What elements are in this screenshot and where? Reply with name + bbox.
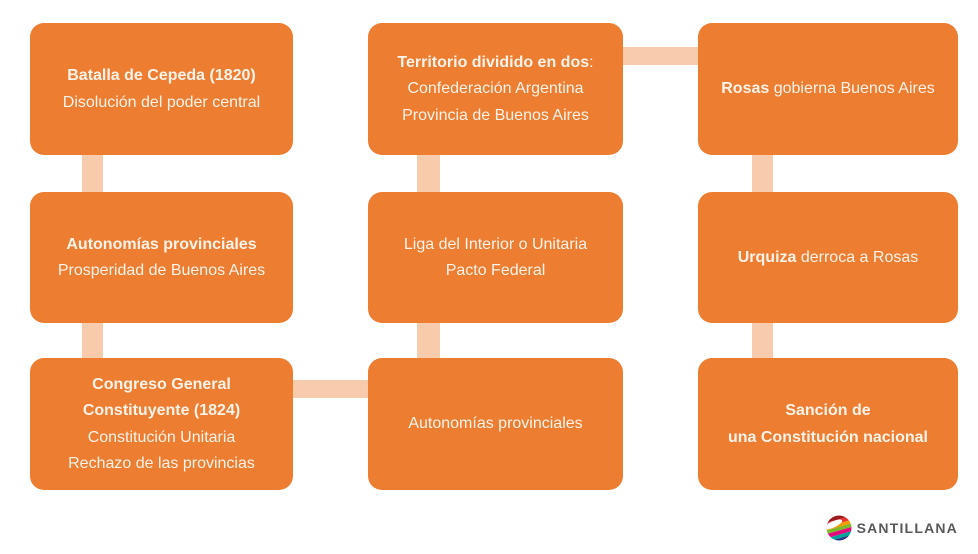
logo-stripe — [826, 522, 852, 536]
node-line: Batalla de Cepeda (1820) — [44, 64, 279, 87]
node-line: Confederación Argentina — [382, 77, 609, 100]
logo-stripes — [826, 515, 852, 541]
node-line: Urquiza derroca a Rosas — [712, 246, 944, 269]
node-text-segment: Pacto Federal — [445, 262, 546, 279]
connector-rosas-to-urquiza — [752, 150, 773, 196]
node-line: Pacto Federal — [382, 259, 609, 282]
connector-autonomias-to-congreso — [82, 320, 103, 362]
node-line: Liga del Interior o Unitaria — [382, 233, 609, 256]
connector-autonomias2-to-liga — [417, 320, 440, 362]
node-line: Congreso General — [44, 373, 279, 396]
node-text-segment: Provincia de Buenos Aires — [402, 106, 589, 124]
node-text-segment: Sanción de — [785, 402, 871, 420]
node-text-segment: Liga del Interior o Unitaria — [403, 235, 588, 253]
node-text: Sanción de una Constitución nacional — [712, 396, 944, 451]
node-text-segment: Constitución Unitaria — [87, 428, 236, 446]
node-autonomias-provinciales-2: Autonomías provinciales — [368, 358, 623, 490]
santillana-logo: SANTILLANA — [826, 515, 958, 541]
node-text: Territorio dividido en dos: Confederación… — [382, 48, 609, 130]
node-line: una Constitución nacional — [712, 426, 944, 449]
node-line: Autonomías provinciales — [382, 412, 609, 435]
node-text-segment: una Constitución nacional — [727, 428, 928, 446]
connector-territorio-to-rosas — [620, 47, 701, 65]
connector-congreso-to-autonomias2 — [290, 380, 371, 398]
node-line: Rechazo de las provincias — [44, 452, 279, 475]
santillana-logo-icon — [826, 515, 852, 541]
connector-liga-to-territorio — [417, 150, 440, 196]
node-line: Autonomías provinciales — [44, 233, 279, 256]
node-sancion-constitucion: Sanción de una Constitución nacional — [698, 358, 958, 490]
node-text-segment: gobierna Buenos Aires — [769, 80, 935, 98]
node-text-segment: Territorio dividido en dos — [397, 54, 590, 72]
node-text: Urquiza derroca a Rosas — [712, 243, 944, 272]
node-text-segment: derroca a Rosas — [796, 248, 919, 266]
node-text-segment: Disolución del poder central — [62, 93, 261, 111]
node-batalla-cepeda: Batalla de Cepeda (1820) Disolución del p… — [30, 23, 293, 155]
node-text-segment: Autonomías provinciales — [66, 235, 257, 253]
node-text-segment: : — [589, 54, 594, 72]
node-text-segment: Rosas — [721, 80, 770, 98]
node-territorio-dividido: Territorio dividido en dos: Confederación… — [368, 23, 623, 155]
node-line: Sanción de — [712, 399, 944, 422]
node-line: Disolución del poder central — [44, 91, 279, 114]
node-line: Provincia de Buenos Aires — [382, 104, 609, 127]
node-text-segment: Congreso General — [92, 376, 231, 394]
logo-white-swoosh — [826, 519, 842, 530]
node-line: Prosperidad de Buenos Aires — [44, 259, 279, 282]
santillana-logo-text: SANTILLANA — [856, 520, 958, 536]
node-text-segment: Confederación Argentina — [407, 80, 584, 98]
node-text-segment: Prosperidad de Buenos Aires — [57, 262, 266, 279]
node-line: Constitución Unitaria — [44, 426, 279, 449]
node-line: Rosas gobierna Buenos Aires — [712, 77, 944, 100]
node-text-segment: Autonomías provinciales — [408, 415, 583, 433]
node-text-segment: Constituyente (1824) — [82, 402, 241, 420]
node-text: Batalla de Cepeda (1820) Disolución del p… — [44, 61, 279, 116]
node-text: Autonomías provinciales — [382, 409, 609, 438]
node-line: Constituyente (1824) — [44, 399, 279, 422]
node-text-segment: Rechazo de las provincias — [68, 454, 255, 472]
connector-urquiza-to-sancion — [752, 320, 773, 362]
logo-stripe — [826, 525, 852, 539]
node-line: Territorio dividido en dos: — [382, 51, 609, 74]
node-urquiza-derroca: Urquiza derroca a Rosas — [698, 192, 958, 323]
node-text-segment: Urquiza — [737, 248, 797, 266]
node-text: Rosas gobierna Buenos Aires — [712, 74, 944, 103]
connector-batalla-to-autonomias — [82, 150, 103, 196]
node-rosas-gobierna: Rosas gobierna Buenos Aires — [698, 23, 958, 155]
node-text-segment: Batalla de Cepeda (1820) — [67, 67, 256, 85]
